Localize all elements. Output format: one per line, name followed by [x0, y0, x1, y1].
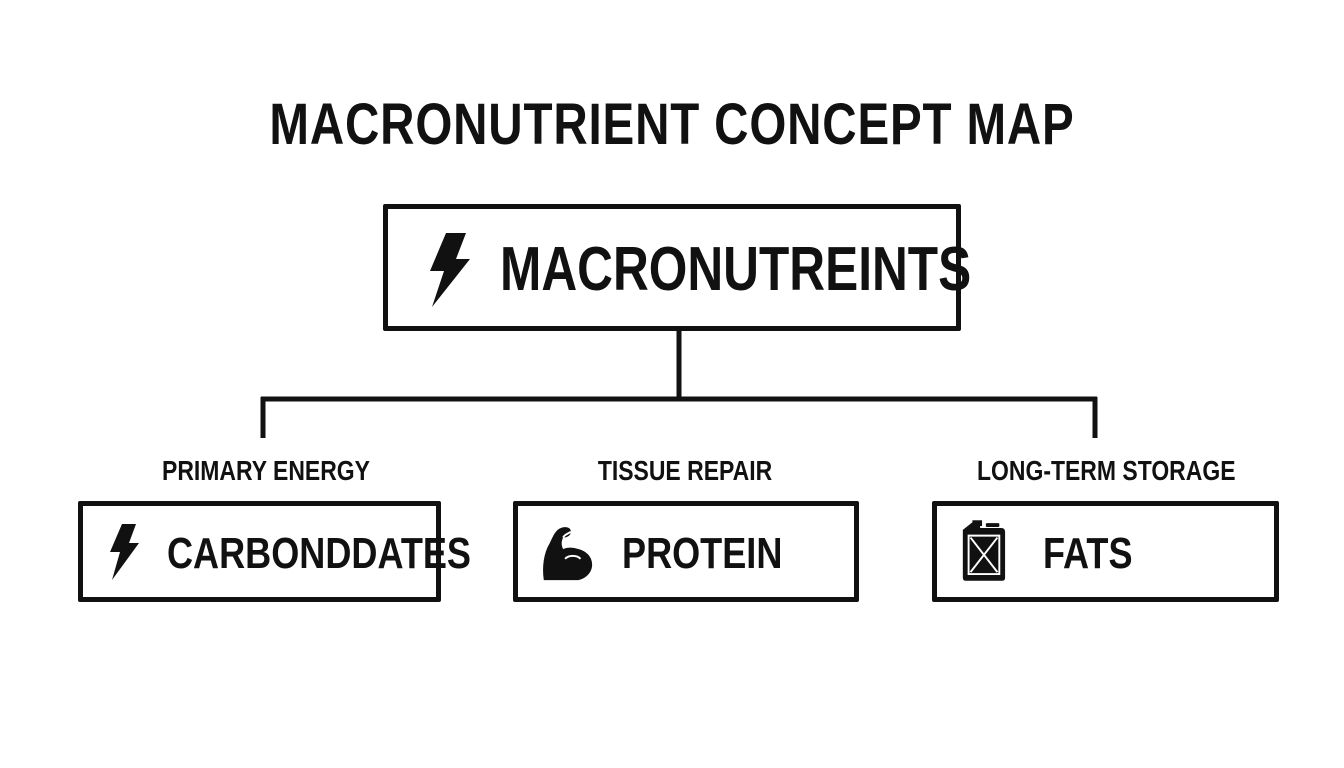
diagram-title: MACRONUTRIENT CONCEPT MAP: [269, 92, 1075, 157]
caption-primary-energy: PRIMARY ENERGY: [162, 455, 370, 486]
node-fats-label: FATS: [1043, 529, 1133, 578]
node-carbohydrates-label: CARBONDDATES: [167, 529, 472, 578]
caption-long-term-storage: LONG-TERM STORAGE: [977, 455, 1236, 486]
node-protein-label: PROTEIN: [622, 529, 783, 578]
lightning-bolt-icon: [110, 524, 139, 580]
root-node-macronutrients: MACRONUTREINTS: [383, 204, 972, 331]
lightning-bolt-icon: [430, 233, 470, 307]
root-node-label: MACRONUTREINTS: [500, 235, 972, 304]
caption-tissue-repair: TISSUE REPAIR: [597, 455, 773, 486]
node-protein: PROTEIN: [513, 501, 859, 602]
jerry-can-icon: [962, 520, 1006, 581]
flexed-bicep-icon: [543, 527, 593, 581]
node-carbohydrates: CARBONDDATES: [78, 501, 471, 602]
node-fats: FATS: [932, 501, 1279, 602]
